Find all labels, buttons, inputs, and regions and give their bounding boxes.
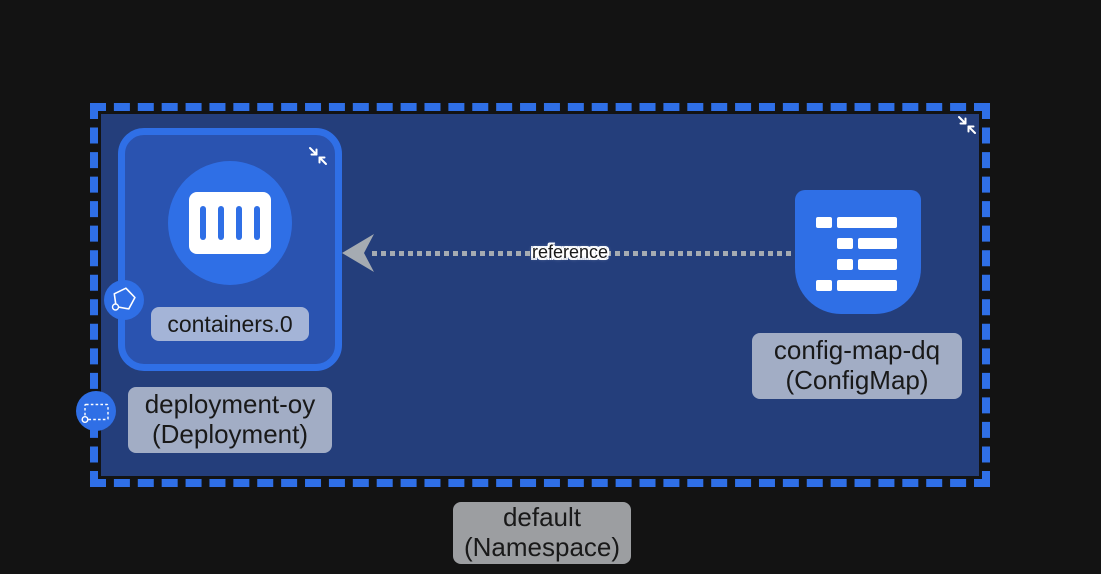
- collapse-arrows-icon: [958, 116, 976, 134]
- replicaset-dashed-rect-icon: [81, 403, 109, 424]
- namespace-name: default: [502, 502, 582, 533]
- pod-pentagon-icon: [111, 287, 136, 311]
- namespace-kind: (Namespace): [463, 532, 621, 562]
- namespace-label: default (Namespace): [453, 502, 631, 564]
- namespace-collapse-button[interactable]: [954, 112, 980, 138]
- container-icon: [189, 192, 271, 254]
- containers-group-label: containers.0: [151, 307, 309, 341]
- edge-label: reference: [531, 242, 609, 262]
- configmap-node[interactable]: [795, 190, 921, 314]
- configmap-label: config-map-dq (ConfigMap): [752, 333, 962, 399]
- replicaset-badge[interactable]: [76, 391, 116, 431]
- deployment-collapse-button[interactable]: [305, 143, 331, 169]
- deployment-name: deployment-oy: [144, 389, 316, 420]
- edge-arrowhead-icon: [342, 234, 374, 272]
- deployment-kind: (Deployment): [151, 419, 309, 449]
- reference-edge-line: [372, 251, 795, 256]
- collapse-arrows-icon: [309, 147, 327, 165]
- namespace-node[interactable]: [90, 103, 990, 487]
- configmap-name: config-map-dq: [773, 335, 941, 366]
- deployment-label: deployment-oy (Deployment): [128, 387, 332, 453]
- pod-badge[interactable]: [104, 280, 144, 320]
- configmap-kind: (ConfigMap): [785, 365, 929, 395]
- containers-label-text: containers.0: [167, 310, 293, 337]
